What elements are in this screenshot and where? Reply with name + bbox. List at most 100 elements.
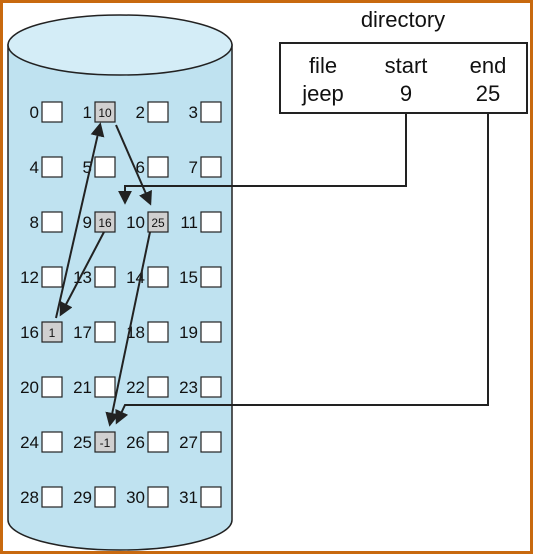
disk-block: 6 bbox=[136, 156, 169, 178]
block-number: 10 bbox=[126, 213, 145, 232]
block-number: 30 bbox=[126, 488, 145, 507]
disk-block: 21 bbox=[73, 376, 116, 398]
directory-title: directory bbox=[361, 7, 445, 32]
disk-block: 23 bbox=[179, 376, 222, 398]
free-block-square bbox=[41, 156, 63, 178]
disk-block: 2 bbox=[136, 101, 169, 123]
block-number: 0 bbox=[30, 103, 39, 122]
disk-block: 16 1 bbox=[20, 321, 63, 343]
disk-block: 22 bbox=[126, 376, 169, 398]
free-block-square bbox=[147, 156, 169, 178]
block-number: 25 bbox=[73, 433, 92, 452]
used-block-square bbox=[94, 211, 116, 233]
block-pointer-value: 10 bbox=[98, 106, 112, 120]
free-block-square bbox=[94, 266, 116, 288]
block-number: 26 bbox=[126, 433, 145, 452]
disk-block: 24 bbox=[20, 431, 63, 453]
free-block-square bbox=[147, 101, 169, 123]
directory-cell-file: jeep bbox=[301, 81, 344, 106]
used-block-square bbox=[94, 101, 116, 123]
chain-arrow-10-to-25 bbox=[105, 231, 151, 427]
disk-block: 19 bbox=[179, 321, 222, 343]
block-number: 21 bbox=[73, 378, 92, 397]
disk-block: 20 bbox=[20, 376, 63, 398]
chain-arrow-16-to-1 bbox=[55, 122, 105, 319]
free-block-square bbox=[200, 156, 222, 178]
disk-block: 7 bbox=[189, 156, 222, 178]
free-block-square bbox=[41, 211, 63, 233]
directory-header-end: end bbox=[470, 53, 507, 78]
disk-block: 17 bbox=[73, 321, 116, 343]
disk-block: 10 25 bbox=[126, 211, 169, 233]
free-block-square bbox=[94, 376, 116, 398]
disk-block: 25 -1 bbox=[73, 431, 116, 453]
free-block-square bbox=[94, 486, 116, 508]
block-number: 29 bbox=[73, 488, 92, 507]
block-number: 15 bbox=[179, 268, 198, 287]
block-number: 19 bbox=[179, 323, 198, 342]
disk-block: 12 bbox=[20, 266, 63, 288]
disk-block: 3 bbox=[189, 101, 222, 123]
block-pointer-value: 16 bbox=[98, 216, 112, 230]
block-pointer-value: 1 bbox=[49, 326, 56, 340]
block-number: 23 bbox=[179, 378, 198, 397]
disk-block: 8 bbox=[30, 211, 63, 233]
block-number: 5 bbox=[83, 158, 92, 177]
directory-pointers bbox=[115, 113, 489, 425]
free-block-square bbox=[200, 211, 222, 233]
disk-block: 4 bbox=[30, 156, 63, 178]
free-block-square bbox=[200, 266, 222, 288]
disk-block: 31 bbox=[179, 486, 222, 508]
free-block-square bbox=[94, 156, 116, 178]
free-block-square bbox=[147, 376, 169, 398]
block-number: 31 bbox=[179, 488, 198, 507]
block-number: 7 bbox=[189, 158, 198, 177]
end-pointer-line bbox=[115, 113, 489, 425]
free-block-square bbox=[200, 486, 222, 508]
block-number: 22 bbox=[126, 378, 145, 397]
disk-block: 26 bbox=[126, 431, 169, 453]
free-block-square bbox=[147, 321, 169, 343]
free-block-square bbox=[200, 101, 222, 123]
free-block-square bbox=[41, 101, 63, 123]
start-pointer-line bbox=[118, 113, 407, 205]
disk-block: 15 bbox=[179, 266, 222, 288]
disk-block: 28 bbox=[20, 486, 63, 508]
block-number: 6 bbox=[136, 158, 145, 177]
block-number: 4 bbox=[30, 158, 39, 177]
free-block-square bbox=[147, 431, 169, 453]
free-block-square bbox=[200, 376, 222, 398]
free-block-square bbox=[94, 321, 116, 343]
free-block-square bbox=[200, 431, 222, 453]
block-number: 2 bbox=[136, 103, 145, 122]
free-block-square bbox=[147, 486, 169, 508]
disk-block: 5 bbox=[83, 156, 116, 178]
disk-block: 29 bbox=[73, 486, 116, 508]
block-number: 16 bbox=[20, 323, 39, 342]
block-number: 24 bbox=[20, 433, 39, 452]
disk-block: 30 bbox=[126, 486, 169, 508]
directory-cell-end: 25 bbox=[476, 81, 500, 106]
used-block-square bbox=[147, 211, 169, 233]
directory-header-start: start bbox=[385, 53, 428, 78]
free-block-square bbox=[41, 376, 63, 398]
chain-arrow-1-to-10 bbox=[115, 124, 152, 206]
free-block-square bbox=[147, 266, 169, 288]
block-pointer-value: -1 bbox=[100, 436, 111, 450]
free-block-square bbox=[200, 321, 222, 343]
used-block-square bbox=[94, 431, 116, 453]
disk-cylinder bbox=[7, 14, 233, 551]
block-number: 20 bbox=[20, 378, 39, 397]
block-number: 3 bbox=[189, 103, 198, 122]
disk-block: 11 bbox=[180, 211, 222, 233]
block-chain-arrows bbox=[55, 122, 152, 427]
free-block-square bbox=[41, 266, 63, 288]
chain-arrow-9-to-16 bbox=[59, 231, 105, 317]
block-number: 12 bbox=[20, 268, 39, 287]
block-pointer-value: 25 bbox=[151, 216, 165, 230]
block-number: 27 bbox=[179, 433, 198, 452]
